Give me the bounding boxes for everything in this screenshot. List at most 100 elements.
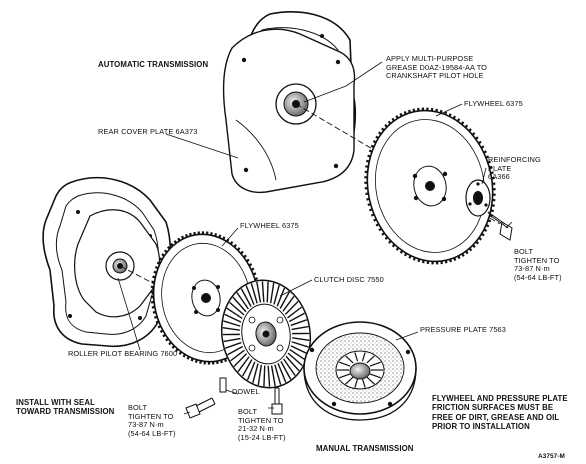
gear-tooth <box>483 150 487 154</box>
caution-note-line-4: PRIOR TO INSTALLATION <box>432 422 530 432</box>
gear-tooth <box>408 109 411 114</box>
gear-tooth <box>391 117 395 122</box>
gear-tooth <box>370 213 375 217</box>
leader-lines <box>117 61 513 415</box>
bolt-bottom-left-label: BOLT TIGHTEN TO 73-87 N·m (54-64 LB-FT) <box>128 403 176 438</box>
gear-tooth <box>151 280 155 284</box>
radial-rib <box>354 352 359 362</box>
gear-tooth <box>216 360 219 365</box>
radial-rib <box>282 295 295 312</box>
dowel-label: DOWEL <box>232 387 260 396</box>
reinforcing-plate-line-3: 6A366 <box>488 172 510 182</box>
radial-rib <box>261 281 265 303</box>
radial-rib <box>232 296 247 313</box>
gear-tooth <box>480 232 485 237</box>
radial-rib <box>224 313 242 323</box>
clutch-disc-ribs <box>222 281 310 387</box>
radial-rib <box>273 284 280 305</box>
reinforcing-plate-line-1: REINFORCING <box>488 155 541 164</box>
pressure-plate <box>303 321 417 421</box>
gear-tooth <box>417 258 421 263</box>
gear-tooth <box>471 132 476 136</box>
radial-rib <box>287 352 303 367</box>
gear-tooth <box>155 320 160 324</box>
gear-tooth <box>485 155 490 159</box>
gear-tooth <box>189 232 192 237</box>
flywheel-auto-teeth <box>364 107 496 265</box>
gear-tooth <box>154 265 159 270</box>
gear-tooth <box>472 244 476 249</box>
gear-tooth <box>378 131 382 136</box>
radial-rib <box>291 325 309 331</box>
gear-tooth <box>375 135 380 140</box>
gear-tooth <box>381 232 386 236</box>
grease-note-line-3: CRANKSHAFT PILOT HOLE <box>386 71 484 81</box>
radial-rib <box>279 291 291 309</box>
gear-tooth <box>367 154 371 158</box>
reinforcing-plate <box>465 179 491 217</box>
bolt-right-line-3: 73-87 N·m <box>514 264 550 274</box>
gear-tooth <box>153 270 157 274</box>
radial-rib <box>290 345 308 355</box>
radial-rib <box>229 349 245 362</box>
radial-rib <box>224 341 242 349</box>
gear-tooth <box>366 159 370 163</box>
gear-tooth <box>468 247 473 252</box>
automatic-transmission-title: AUTOMATIC TRANSMISSION <box>98 60 209 69</box>
radial-rib <box>290 319 308 327</box>
radial-rib <box>241 359 253 377</box>
radial-rib <box>292 337 310 341</box>
gear-tooth <box>243 254 247 259</box>
radial-rib <box>266 281 269 303</box>
radial-rib <box>283 358 296 376</box>
flywheel-auto <box>364 107 496 265</box>
gear-tooth <box>387 120 392 125</box>
radial-rib <box>257 364 263 386</box>
gear-tooth <box>161 253 165 257</box>
radial-rib <box>276 287 286 307</box>
gear-tooth <box>178 351 183 355</box>
bolt-bottom-mid-line-1: BOLT <box>238 407 258 416</box>
caution-note: FLYWHEEL AND PRESSURE PLATE FRICTION SUR… <box>432 394 568 432</box>
radial-rib <box>223 320 241 327</box>
gear-tooth <box>404 252 408 257</box>
radial-rib <box>288 312 305 323</box>
install-note-line-1: INSTALL WITH SEAL <box>16 398 95 407</box>
gear-tooth <box>153 315 158 319</box>
gear-tooth <box>156 261 161 265</box>
caution-note-line-2: FRICTION SURFACES MUST BE <box>432 403 554 413</box>
bolt-bottom-mid <box>271 387 283 415</box>
radial-rib <box>263 365 266 387</box>
radial-rib <box>287 306 303 319</box>
gear-tooth <box>375 223 380 227</box>
radial-rib <box>345 355 354 364</box>
gear-tooth <box>485 223 490 228</box>
gear-tooth <box>151 305 155 309</box>
figure-id: A3757-M <box>538 453 565 460</box>
gear-tooth <box>384 236 389 240</box>
reinforcing-plate-line-2: PLATE <box>488 163 512 173</box>
gear-tooth <box>177 237 181 242</box>
gear-tooth <box>186 356 190 360</box>
gear-tooth <box>367 203 371 207</box>
gear-tooth <box>157 325 162 329</box>
gear-tooth <box>222 236 226 240</box>
gear-tooth <box>214 233 218 237</box>
install-note-line-2: TOWARD TRANSMISSION <box>16 407 115 417</box>
gear-tooth <box>163 249 168 254</box>
grease-note-line-1: APPLY MULTI-PURPOSE <box>386 54 474 63</box>
gear-tooth <box>236 247 241 251</box>
radial-rib <box>354 378 359 388</box>
radial-rib <box>289 349 306 361</box>
gear-tooth <box>464 124 469 129</box>
gear-tooth <box>171 345 176 349</box>
gear-tooth <box>240 250 244 255</box>
gear-tooth <box>378 227 383 232</box>
radial-rib <box>227 345 244 356</box>
radial-rib <box>269 282 275 304</box>
bolt-bottom-left-line-4: (54-64 LB-FT) <box>128 428 176 438</box>
radial-rib <box>339 361 351 367</box>
reinforcing-plate-label: REINFORCING PLATE 6A366 <box>488 155 541 182</box>
bolt-bottom-mid-label: BOLT TIGHTEN TO 21-32 N·m (15-24 LB-FT) <box>238 407 286 442</box>
radial-rib <box>240 288 252 307</box>
